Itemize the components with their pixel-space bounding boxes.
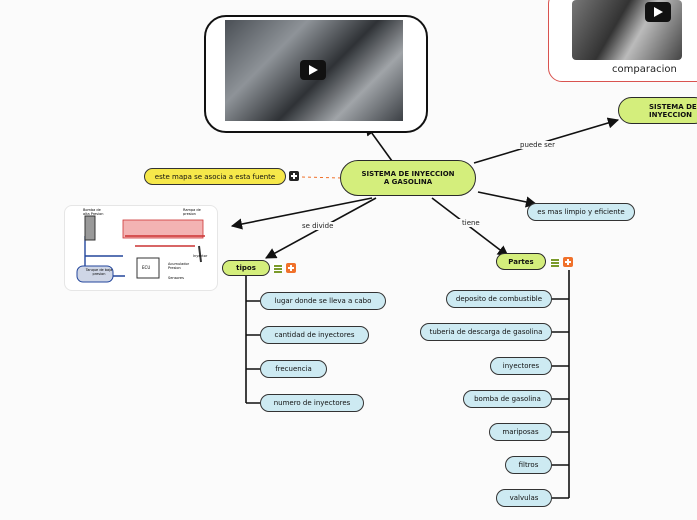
comparison-play-icon[interactable]	[645, 2, 671, 22]
partes-item[interactable]: inyectores	[490, 357, 552, 375]
tipos-item[interactable]: cantidad de inyectores	[260, 326, 369, 344]
partes-item[interactable]: tuberia de descarga de gasolina	[420, 323, 552, 341]
partes-item[interactable]: deposito de combustible	[446, 290, 552, 308]
tipos-expand-icon[interactable]	[286, 263, 296, 273]
diagram-label-rail: Rampa de presion	[183, 208, 201, 216]
diagram-label-injector: Inyector	[193, 254, 208, 258]
label-puede-ser: puede ser	[516, 141, 559, 149]
link-source	[301, 176, 343, 179]
diagram-label-pump: Bomba de alta Presion	[83, 208, 104, 216]
clean-efficient-node[interactable]: es mas limpio y eficiente	[527, 203, 635, 221]
tipos-item[interactable]: numero de inyectores	[260, 394, 364, 412]
tipos-tree	[245, 273, 260, 404]
central-node[interactable]: SISTEMA DE INYECCION A GASOLINA	[340, 160, 476, 196]
diagram-label-sensor: Sensores	[168, 276, 184, 280]
partes-item[interactable]: filtros	[505, 456, 552, 474]
right-system-node[interactable]: SISTEMA DE INYECCION	[618, 97, 697, 124]
source-node[interactable]: este mapa se asocia a esta fuente	[144, 168, 286, 185]
source-link-icon[interactable]	[289, 171, 299, 181]
label-se-divide: se divide	[298, 222, 338, 230]
partes-item[interactable]: valvulas	[496, 489, 552, 507]
diagram-label-tank: Tanque de baja presion	[85, 268, 113, 276]
partes-tree	[552, 270, 570, 499]
link-tiene	[431, 197, 509, 257]
link-se-divide-diagram	[230, 197, 373, 230]
partes-node[interactable]: Partes	[496, 253, 546, 270]
label-tiene: tiene	[458, 219, 484, 227]
partes-expand-icon[interactable]	[563, 257, 573, 267]
partes-item[interactable]: bomba de gasolina	[463, 390, 552, 408]
comparison-caption: comparacion	[612, 64, 677, 75]
injection-diagram-image[interactable]: Tanque de baja presion Bomba de alta Pre…	[64, 205, 218, 291]
tipos-node[interactable]: tipos	[222, 260, 270, 276]
partes-notes-icon[interactable]	[550, 257, 560, 267]
injection-diagram	[76, 215, 205, 283]
diagram-label-ecu: ECU	[142, 265, 151, 270]
play-icon[interactable]	[300, 60, 326, 80]
link-clean	[477, 191, 538, 208]
partes-item[interactable]: mariposas	[489, 423, 552, 441]
diagram-label-note: Acumulador Presion	[168, 262, 190, 270]
tipos-item[interactable]: lugar donde se lleva a cabo	[260, 292, 386, 310]
tipos-item[interactable]: frecuencia	[260, 360, 327, 378]
tipos-notes-icon[interactable]	[273, 263, 283, 273]
